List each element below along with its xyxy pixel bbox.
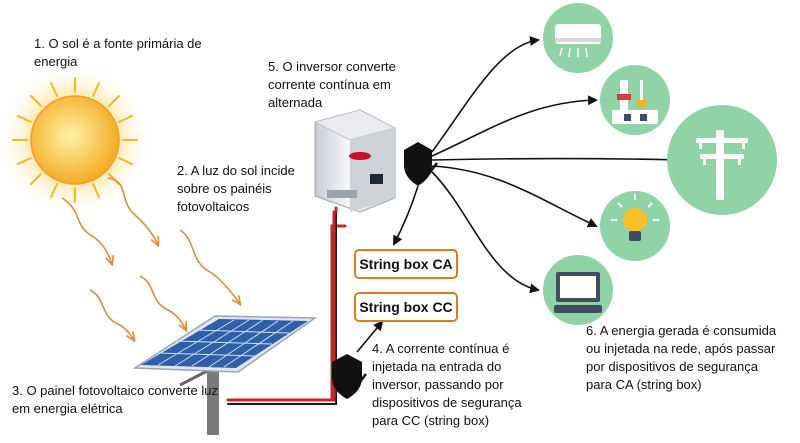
industry-icon <box>600 65 670 135</box>
computer-icon <box>543 255 613 325</box>
solar-panel-icon <box>132 315 318 435</box>
shield-icon <box>332 354 368 399</box>
ac-distribution-lines <box>393 36 680 294</box>
step-2-label: 2. A luz do sol incide sobre os painéis … <box>177 163 295 214</box>
shield-icon <box>404 142 438 186</box>
string-box-cc: String box CC <box>354 292 458 322</box>
inverter-icon <box>313 109 397 213</box>
power-grid-icon <box>667 105 777 215</box>
step-6-label: 6. A energia gerada é consumida ou injet… <box>586 323 777 392</box>
sunlight-rays <box>61 177 240 340</box>
step-3-label: 3. O painel fotovoltaico converte luz em… <box>12 383 218 416</box>
step-1-label: 1. O sol é a fonte primária de energia <box>34 36 202 69</box>
step-5-label: 5. O inversor converte corrente contínua… <box>268 59 396 110</box>
string-box-cc-arrow <box>356 320 384 353</box>
string-box-ca: String box CA <box>354 249 458 279</box>
air-conditioner-icon <box>543 3 613 73</box>
light-bulb-icon <box>600 191 670 261</box>
sun-icon <box>0 62 153 218</box>
dc-wire <box>226 206 347 405</box>
step-4-label: 4. A corrente contínua é injetada na ent… <box>372 341 522 428</box>
